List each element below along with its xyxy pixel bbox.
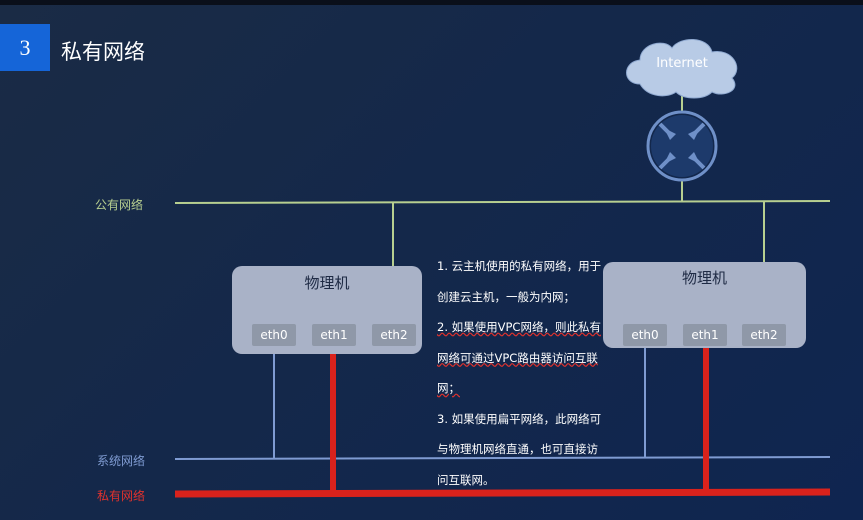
private-network-line [174,488,831,498]
public-network-line [174,200,831,204]
system-network-line [174,456,831,460]
host-title: 物理机 [304,274,350,292]
host-title: 物理机 [681,269,727,287]
nic-eth2: eth2 [372,324,416,346]
note-1: 1. 云主机使用的私有网络，用于创建云主机，一般为内网； [437,259,602,304]
note-3: 3. 如果使用扁平网络，此网络可与物理机网络直通，也可直接访问互联网。 [437,411,602,487]
nic-eth0: eth0 [252,324,296,346]
section-number: 3 [19,34,31,60]
nic-eth1: eth1 [312,324,356,346]
notes-panel: 1. 云主机使用的私有网络，用于创建云主机，一般为内网； 2. 如果使用VPC网… [437,251,607,495]
top-bar [0,0,863,5]
physical-host-a: 物理机 eth0 eth1 eth2 [232,266,422,354]
nic-eth2: eth2 [742,324,786,346]
nic-eth0: eth0 [623,324,667,346]
router-icon [646,110,718,182]
private-network-label: 私有网络 [97,489,146,503]
public-network-label: 公有网络 [95,198,144,212]
cloud-icon [626,39,738,99]
physical-host-b: 物理机 eth0 eth1 eth2 [603,262,806,348]
section-number-badge: 3 [0,24,50,71]
note-2: 2. 如果使用VPC网络，则此私有网络可通过VPC路由器访问互联网； [437,320,601,395]
internet-label: Internet [656,56,708,71]
page-title: 私有网络 [61,40,145,64]
system-network-label: 系统网络 [97,454,146,468]
nic-eth1: eth1 [683,324,727,346]
